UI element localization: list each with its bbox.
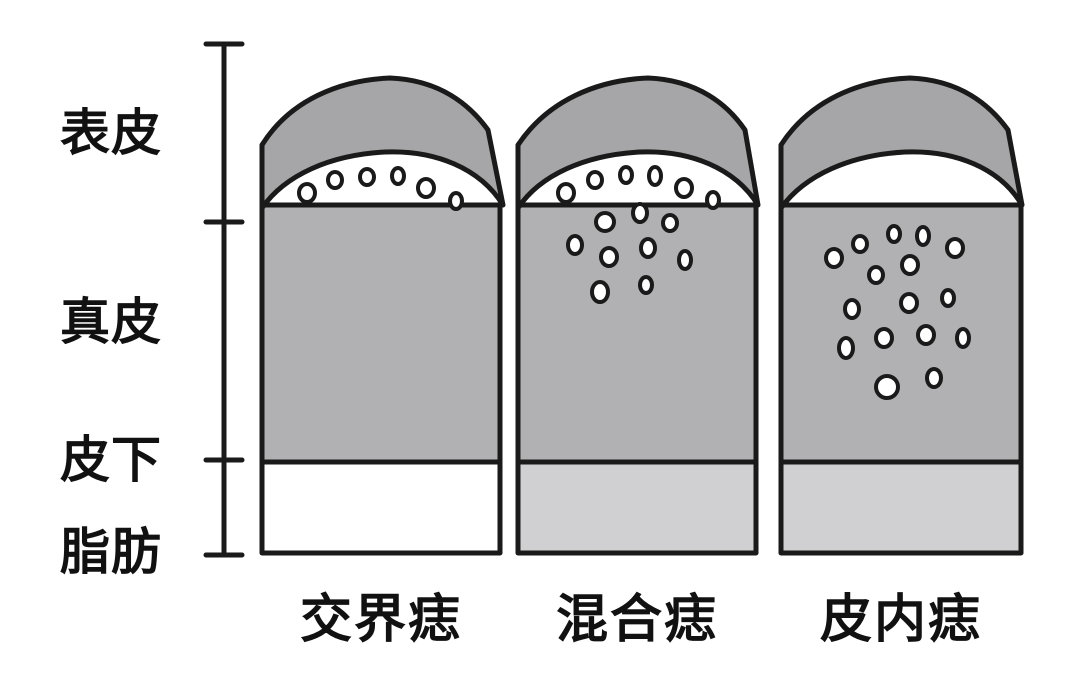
label-subcutaneous-line2: 脂肪 [60, 523, 162, 581]
nevus-cell [674, 177, 694, 199]
label-subcutaneous-line1: 皮下 [60, 431, 162, 489]
nevus-cell [566, 234, 584, 256]
nevus-cells [556, 165, 721, 304]
label-dermis: 真皮 [60, 293, 162, 351]
nevus-cell [945, 237, 965, 259]
depth-scale [203, 41, 245, 558]
nevus-cell [594, 211, 616, 233]
nevus-cell [955, 327, 971, 349]
nevus-cell [618, 165, 634, 185]
column-junctional-nevus [259, 75, 506, 556]
nevus-cell [448, 191, 464, 211]
column-compound-nevus [515, 75, 761, 556]
nevus-cells [297, 166, 464, 211]
dermis-layer [259, 202, 503, 465]
nevus-cell [661, 213, 679, 233]
nevus-cell [638, 275, 654, 295]
fat-layer [778, 459, 1024, 556]
nevus-cell [586, 170, 604, 190]
column-intradermal-nevus [778, 75, 1025, 556]
nevus-cell [940, 288, 956, 308]
nevus-cell [416, 177, 436, 199]
label-intradermal-nevus: 皮内痣 [819, 590, 982, 650]
nevus-cell [843, 298, 861, 320]
nevus-cell [925, 367, 943, 389]
nevus-cell [886, 224, 902, 244]
nevus-cell [915, 225, 931, 247]
nevus-cell [837, 336, 855, 360]
epidermis-layer [778, 75, 1025, 211]
nevus-cell [899, 292, 919, 314]
nevus-cell [851, 234, 869, 254]
nevus-cell [297, 182, 317, 204]
nevus-cell [326, 170, 344, 190]
fat-layer [515, 459, 759, 556]
nevus-cell [867, 265, 885, 285]
nevus-cell [705, 190, 721, 210]
nevus-cell [599, 246, 619, 268]
epidermis-layer [515, 75, 761, 211]
nevus-cell [556, 182, 576, 204]
nevus-cell [590, 280, 610, 304]
nevus-cell [677, 249, 693, 271]
label-junctional-nevus: 交界痣 [299, 590, 462, 650]
nevus-cell [874, 327, 894, 349]
nevus-cell [631, 202, 649, 224]
nevus-cell [639, 237, 657, 259]
nevus-cell [874, 374, 900, 400]
dermis-layer [515, 202, 759, 465]
fat-layer [259, 459, 503, 556]
nevus-cell [647, 165, 663, 187]
nevus-cell [358, 167, 376, 187]
label-epidermis: 表皮 [60, 104, 162, 162]
nevus-cell [824, 247, 844, 269]
nevus-cells [824, 224, 971, 400]
nevus-cell [900, 254, 920, 276]
nevus-cell [390, 166, 406, 186]
nevus-cell [916, 324, 936, 346]
label-compound-nevus: 混合痣 [555, 590, 718, 650]
epidermis-layer [259, 75, 506, 211]
dermis-layer [778, 202, 1024, 465]
